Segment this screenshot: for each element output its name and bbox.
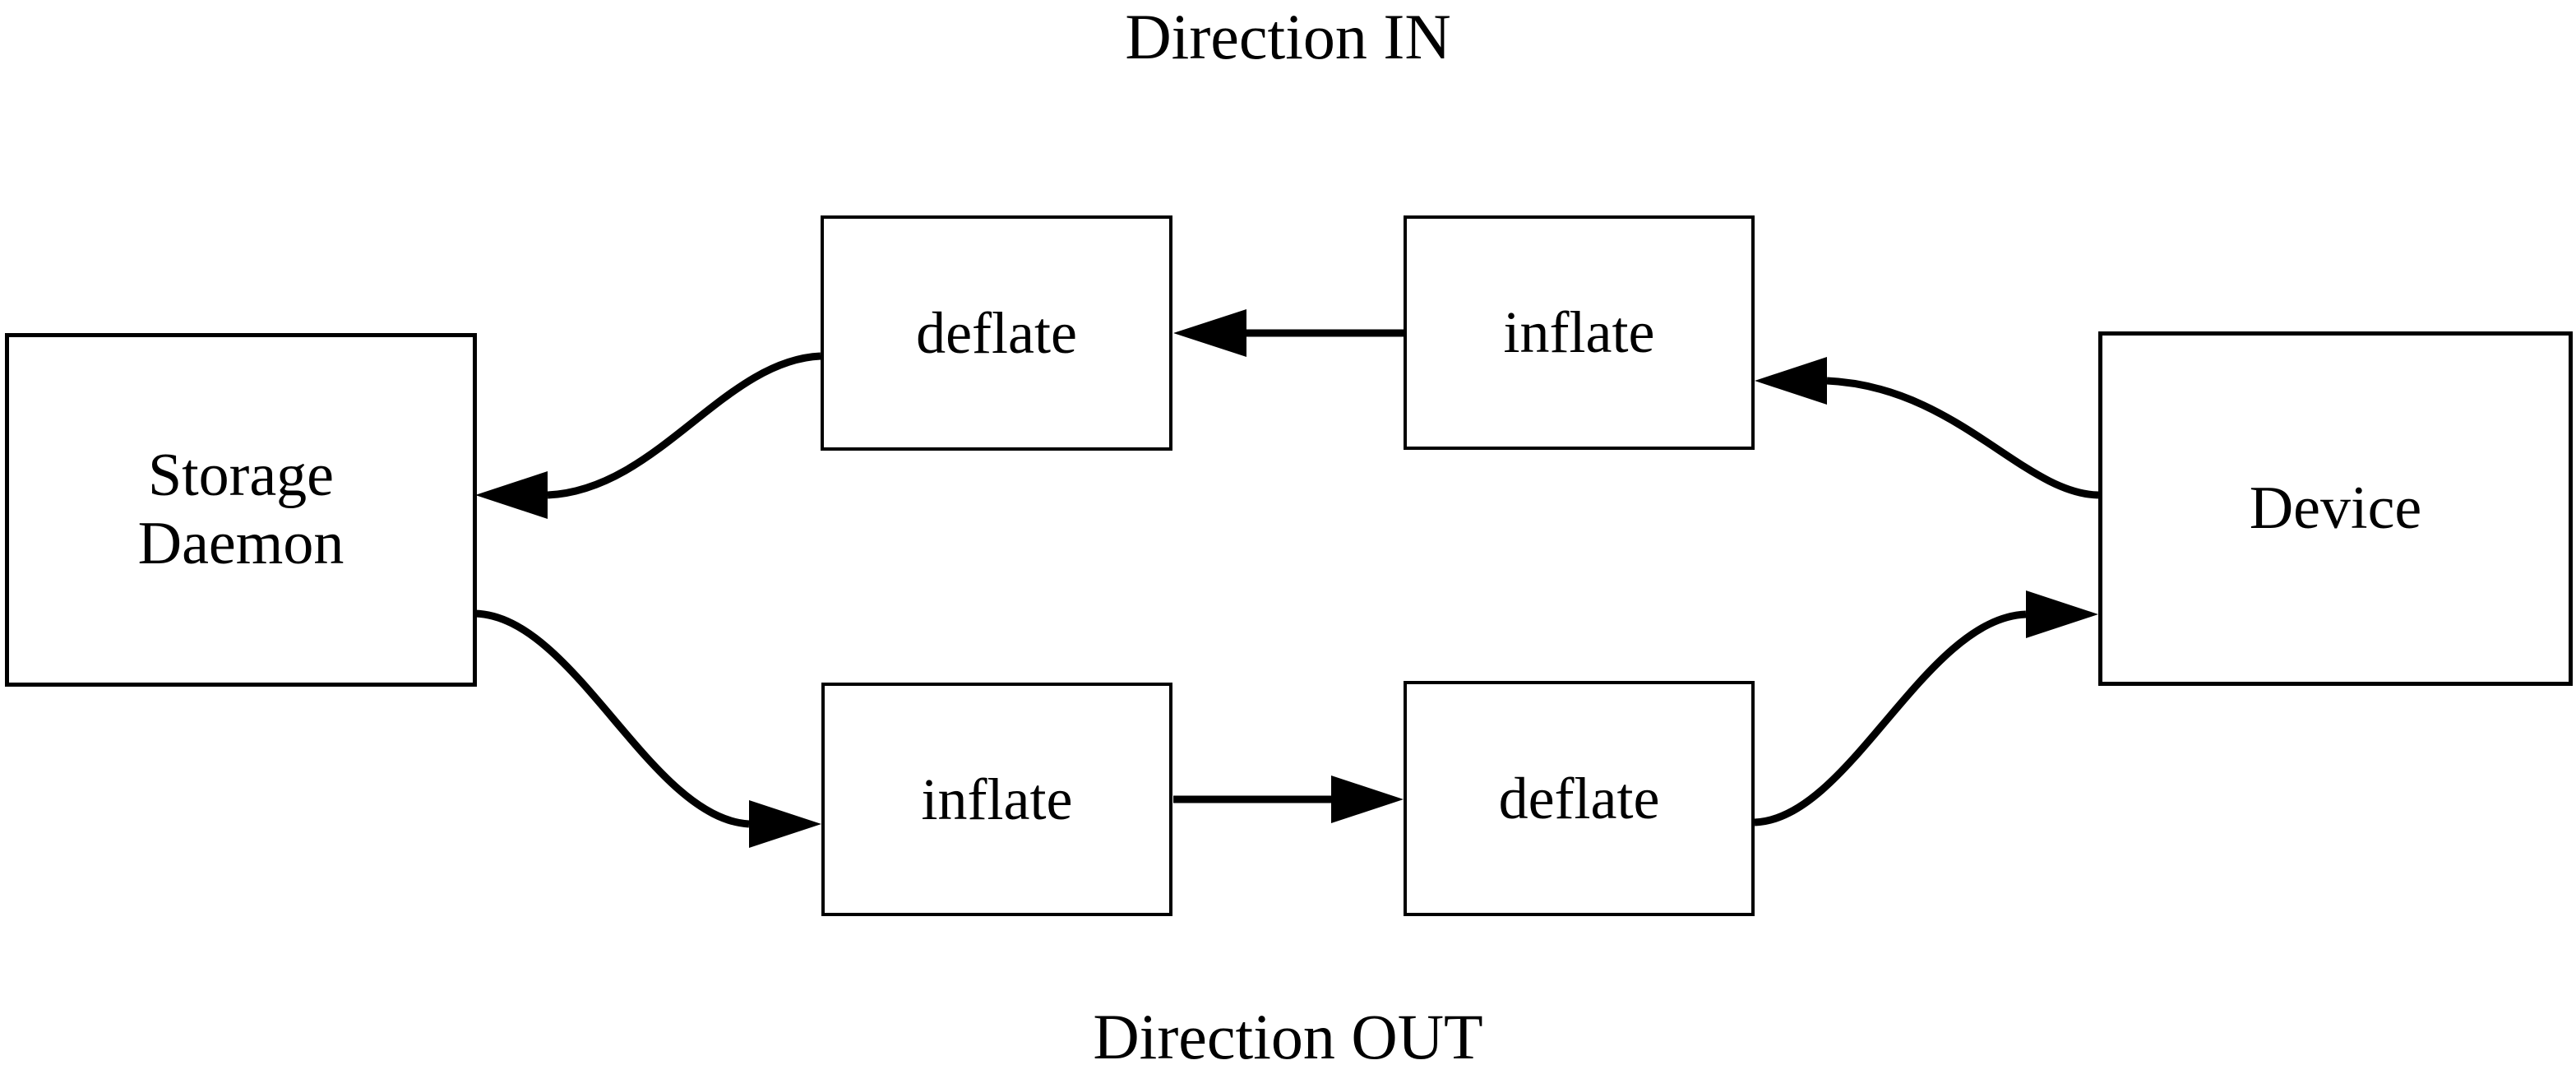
edge-storage-to-inflate-out [474, 609, 821, 848]
edge-deflate-out-to-device-line [1754, 610, 2027, 826]
direction-out-label: Direction OUT [1093, 1001, 1483, 1072]
node-deflate-out-label: deflate [1498, 765, 1660, 831]
node-deflate-in-label: deflate [916, 299, 1077, 366]
node-inflate-out[interactable]: inflate [821, 683, 1172, 916]
edge-inflate-in-to-deflate-in [1173, 309, 1404, 357]
edge-deflate-out-to-device-arrowhead [2026, 590, 2098, 638]
node-storage-daemon-label: Storage Daemon [137, 442, 345, 577]
node-device-label: Device [2249, 475, 2422, 543]
node-deflate-in[interactable]: deflate [821, 215, 1172, 451]
edge-deflate-in-to-storage-arrowhead [475, 471, 548, 519]
direction-in-label: Direction IN [1125, 1, 1451, 72]
node-storage-daemon[interactable]: Storage Daemon [5, 333, 477, 687]
edge-storage-to-inflate-out-arrowhead [749, 800, 821, 848]
edge-deflate-in-to-storage-line [547, 352, 821, 499]
edge-device-to-inflate-in-arrowhead [1755, 357, 1827, 405]
edge-inflate-out-to-deflate-out [1173, 775, 1404, 823]
node-inflate-in[interactable]: inflate [1404, 215, 1755, 450]
edge-device-to-inflate-in-line [1826, 377, 2099, 499]
node-inflate-out-label: inflate [921, 766, 1073, 832]
node-inflate-in-label: inflate [1503, 299, 1655, 366]
node-device[interactable]: Device [2098, 331, 2573, 686]
edge-inflate-out-to-deflate-out-arrowhead [1331, 775, 1404, 823]
edge-deflate-in-to-storage [475, 352, 821, 519]
node-deflate-out[interactable]: deflate [1404, 681, 1755, 916]
edge-inflate-in-to-deflate-in-arrowhead [1173, 309, 1246, 357]
edge-device-to-inflate-in [1755, 357, 2099, 499]
edge-deflate-out-to-device [1754, 590, 2098, 826]
edge-storage-to-inflate-out-line [474, 609, 750, 828]
